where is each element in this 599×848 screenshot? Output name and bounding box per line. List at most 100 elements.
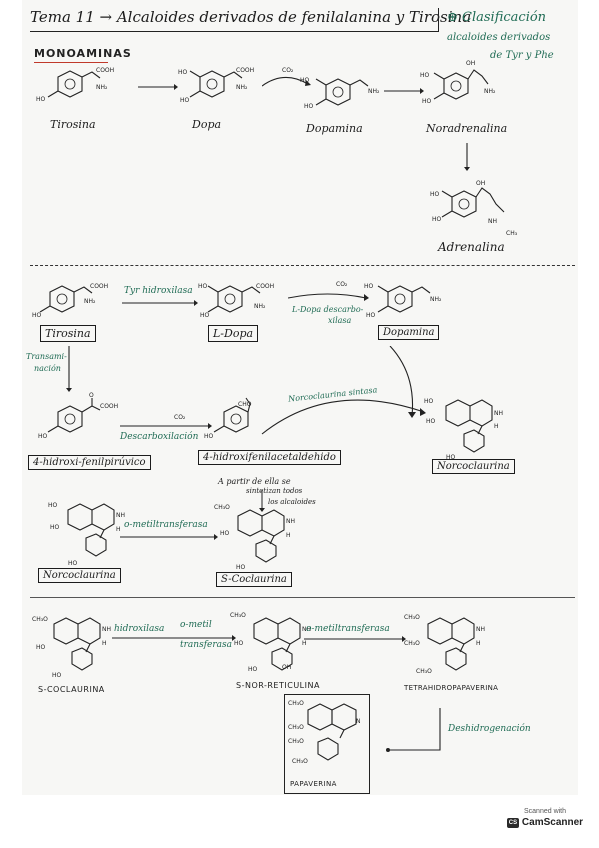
hfp-o: O: [89, 392, 94, 399]
section-divider-2: [30, 597, 575, 598]
adr-nh: NH: [488, 218, 497, 225]
arrow-dopamina-norcoc: [389, 346, 416, 418]
adr-oh: OH: [476, 180, 486, 187]
snor-h: H: [302, 640, 307, 647]
hfp-label: 4-hidroxi-fenilpirúvico: [28, 455, 151, 470]
norcoc-r-nh: NH: [494, 410, 503, 417]
tirosina-cooh: COOH: [96, 67, 115, 74]
s2-ldopa-cooh: COOH: [256, 283, 275, 290]
scoc-ho1: HO: [220, 530, 230, 537]
tirosina-structure: [47, 70, 101, 98]
dopamina-ho2: HO: [304, 103, 314, 110]
arrow-tir-dopa: [138, 84, 178, 90]
papav-ch3o-2: CH₃O: [288, 724, 304, 731]
s2-dopamina-structure: [377, 285, 431, 313]
page-title: Tema 11 → Alcaloides derivados de fenila…: [30, 8, 472, 26]
arrow-tir-hfp: [66, 346, 72, 392]
norcoc-right-structure: [445, 399, 493, 453]
norcoc-r-ho3: HO: [446, 454, 456, 461]
snor-ch3o: CH₃O: [230, 612, 246, 619]
snor-ho1: HO: [234, 640, 244, 647]
noradr-ho1: HO: [420, 72, 430, 79]
adrenalina-structure: [441, 187, 505, 218]
norcoc-left-structure: [67, 503, 115, 557]
co2-label-1: CO₂: [282, 67, 294, 74]
arrow-note: [259, 490, 265, 512]
dopa-label: Dopa: [192, 118, 222, 131]
papaverina-structure: [307, 703, 357, 761]
s3-scoc-nh: NH: [102, 626, 111, 633]
s2-tir-cooh: COOH: [90, 283, 109, 290]
tetra-label: Tetrahidropapaverina: [404, 684, 499, 692]
s2-ldopa-ho2: HO: [200, 312, 210, 319]
papav-n: N: [356, 718, 361, 725]
hfp-structure: [47, 398, 101, 433]
papav-ch3o-3: CH₃O: [288, 738, 304, 745]
hfa-cho: CHO: [238, 401, 252, 408]
enz-ldopa-1: L-Dopa descarbo-: [292, 305, 364, 314]
enz-omt: o-metiltransferasa: [124, 520, 208, 530]
s3-scoc-h: H: [102, 640, 107, 647]
dopa-nh2: NH₂: [236, 84, 248, 91]
camscanner-watermark: Scanned with CS CamScanner: [503, 808, 587, 838]
adr-ho2: HO: [432, 216, 442, 223]
norcoc-right-label: Norcoclaurina: [432, 459, 515, 474]
snor-ho2: HO: [248, 666, 258, 673]
co2-label-3: CO₂: [174, 414, 186, 421]
norcoc-left-label: Norcoclaurina: [38, 568, 121, 583]
s2-tir-ho: HO: [32, 312, 42, 319]
deshidrogenacion-label: Deshidrogenación: [448, 724, 531, 734]
note-line-3: de Tyr y Phe: [490, 50, 554, 61]
s3-scoc-structure: [53, 617, 101, 671]
heading-underline: [34, 62, 108, 63]
enz-omt-2: transferasa: [180, 640, 233, 650]
s2-ldopa-nh2: NH₂: [254, 303, 266, 310]
tirosina-nh2: NH₂: [96, 84, 108, 91]
norcoc-r-ho2: HO: [426, 418, 436, 425]
enz-omt-3: o-metiltransferasa: [306, 624, 390, 634]
transam-2: nación: [34, 364, 61, 373]
noradrenalina-structure: [433, 69, 489, 100]
papav-ch3o-4: CH₃O: [292, 758, 308, 765]
dopamina-structure: [315, 78, 369, 106]
arrow-ldopa-dopamina: [288, 293, 369, 301]
title-separator: [438, 8, 439, 32]
co2-label-2: CO₂: [336, 281, 348, 288]
arrow-tir-ldopa: [122, 300, 198, 306]
noradrenalina-label: Noradrenalina: [426, 122, 508, 135]
s2-dopamina-nh2: NH₂: [430, 296, 442, 303]
s3-scoc-label: S-Coclaurina: [38, 685, 105, 694]
snor-oh: OH: [282, 664, 292, 671]
arrow-noradr-adr: [464, 143, 470, 171]
norcoc-l-ho1: HO: [48, 502, 58, 509]
scoc-structure: [237, 509, 285, 563]
scoc-h: H: [286, 532, 291, 539]
s2-dopamina-label: Dopamina: [378, 325, 440, 340]
note-line-2: alcaloides derivados: [447, 32, 551, 43]
s2-tirosina-structure: [39, 285, 93, 313]
hfp-ho: HO: [38, 433, 48, 440]
s2-tirosina-label: Tirosina: [40, 325, 96, 342]
tetra-h: H: [476, 640, 481, 647]
arrow-hfp-hfa: [120, 423, 212, 429]
scoc-label: S-Coclaurina: [216, 572, 292, 587]
s2-tir-nh2: NH₂: [84, 298, 96, 305]
hfa-ho: HO: [204, 433, 214, 440]
scanned-with-text: Scanned with: [523, 808, 567, 815]
dopamina-label: Dopamina: [306, 122, 363, 135]
s3-scoc-ho1: HO: [36, 644, 46, 651]
scoc-ho2: HO: [236, 564, 246, 571]
norcoc-r-ho1: HO: [424, 398, 434, 405]
enz-hidroxilasa: hidroxilasa: [114, 624, 165, 634]
adr-ho1: HO: [430, 191, 440, 198]
dopamina-ho1: HO: [300, 77, 310, 84]
arrow-dopamina-noradr: [384, 88, 424, 94]
arrow-tetra-papaverina: [386, 708, 441, 752]
arrow-hfa-norcoc: [261, 399, 426, 435]
s2-ldopa-label: L-Dopa: [208, 325, 259, 342]
arrow-scoc-snor: [112, 635, 236, 641]
note-3: los alcaloides: [268, 498, 316, 506]
tetra-ch3o-1: CH₃O: [404, 614, 420, 621]
note-title: ⊛ Clasificación: [447, 10, 547, 25]
enz-tyr-hidroxilasa: Tyr hidroxilasa: [124, 286, 193, 296]
